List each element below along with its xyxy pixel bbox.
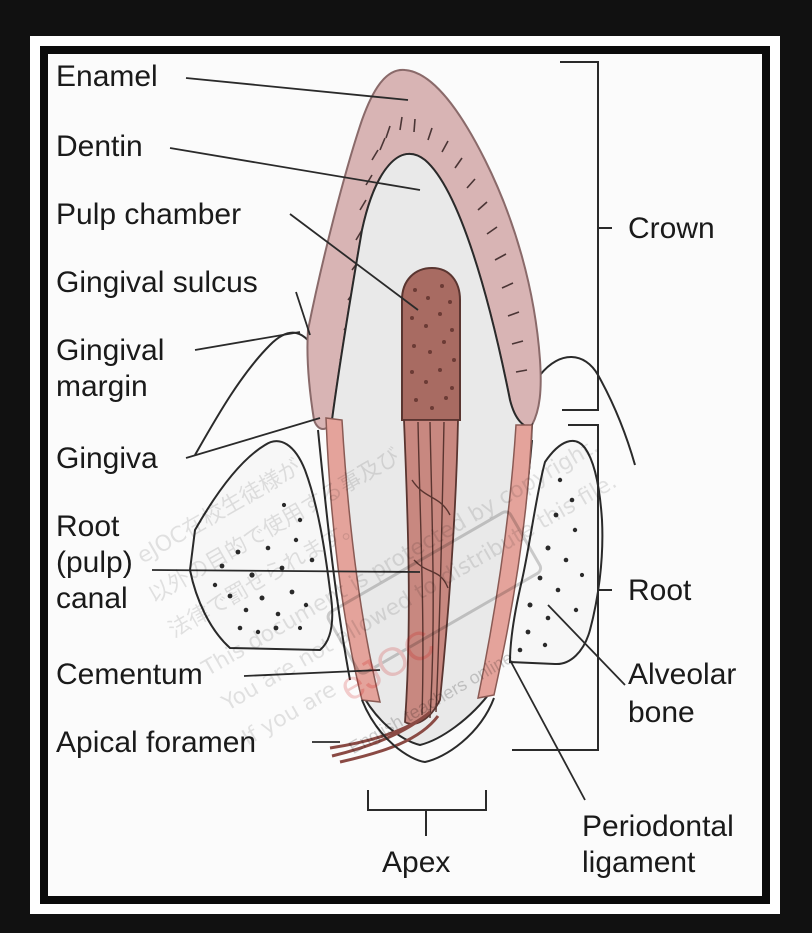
label-root: Root (628, 574, 692, 607)
label-alveolar-bone-line1: Alveolar (628, 658, 736, 691)
label-root-canal-line2: (pulp) (56, 546, 133, 579)
label-root-canal-line1: Root (56, 510, 120, 543)
label-apex: Apex (382, 846, 450, 879)
label-gingiva: Gingiva (56, 442, 158, 475)
label-root-canal-line3: canal (56, 582, 128, 615)
label-alveolar-bone-line2: bone (628, 696, 695, 729)
label-gingival-sulcus: Gingival sulcus (56, 266, 258, 299)
label-crown: Crown (628, 212, 715, 245)
label-dentin: Dentin (56, 130, 143, 163)
pulp-chamber (402, 268, 460, 420)
label-enamel: Enamel (56, 60, 158, 93)
label-pulp-chamber: Pulp chamber (56, 198, 241, 231)
label-periodontal-ligament-line2: ligament (582, 846, 696, 879)
label-periodontal-ligament-line1: Periodontal (582, 810, 734, 843)
label-gingival-margin-line1: Gingival (56, 334, 164, 367)
label-gingival-margin-line2: margin (56, 370, 148, 403)
apex-bracket (368, 790, 486, 836)
label-apical-foramen: Apical foramen (56, 726, 256, 759)
label-cementum: Cementum (56, 658, 203, 691)
